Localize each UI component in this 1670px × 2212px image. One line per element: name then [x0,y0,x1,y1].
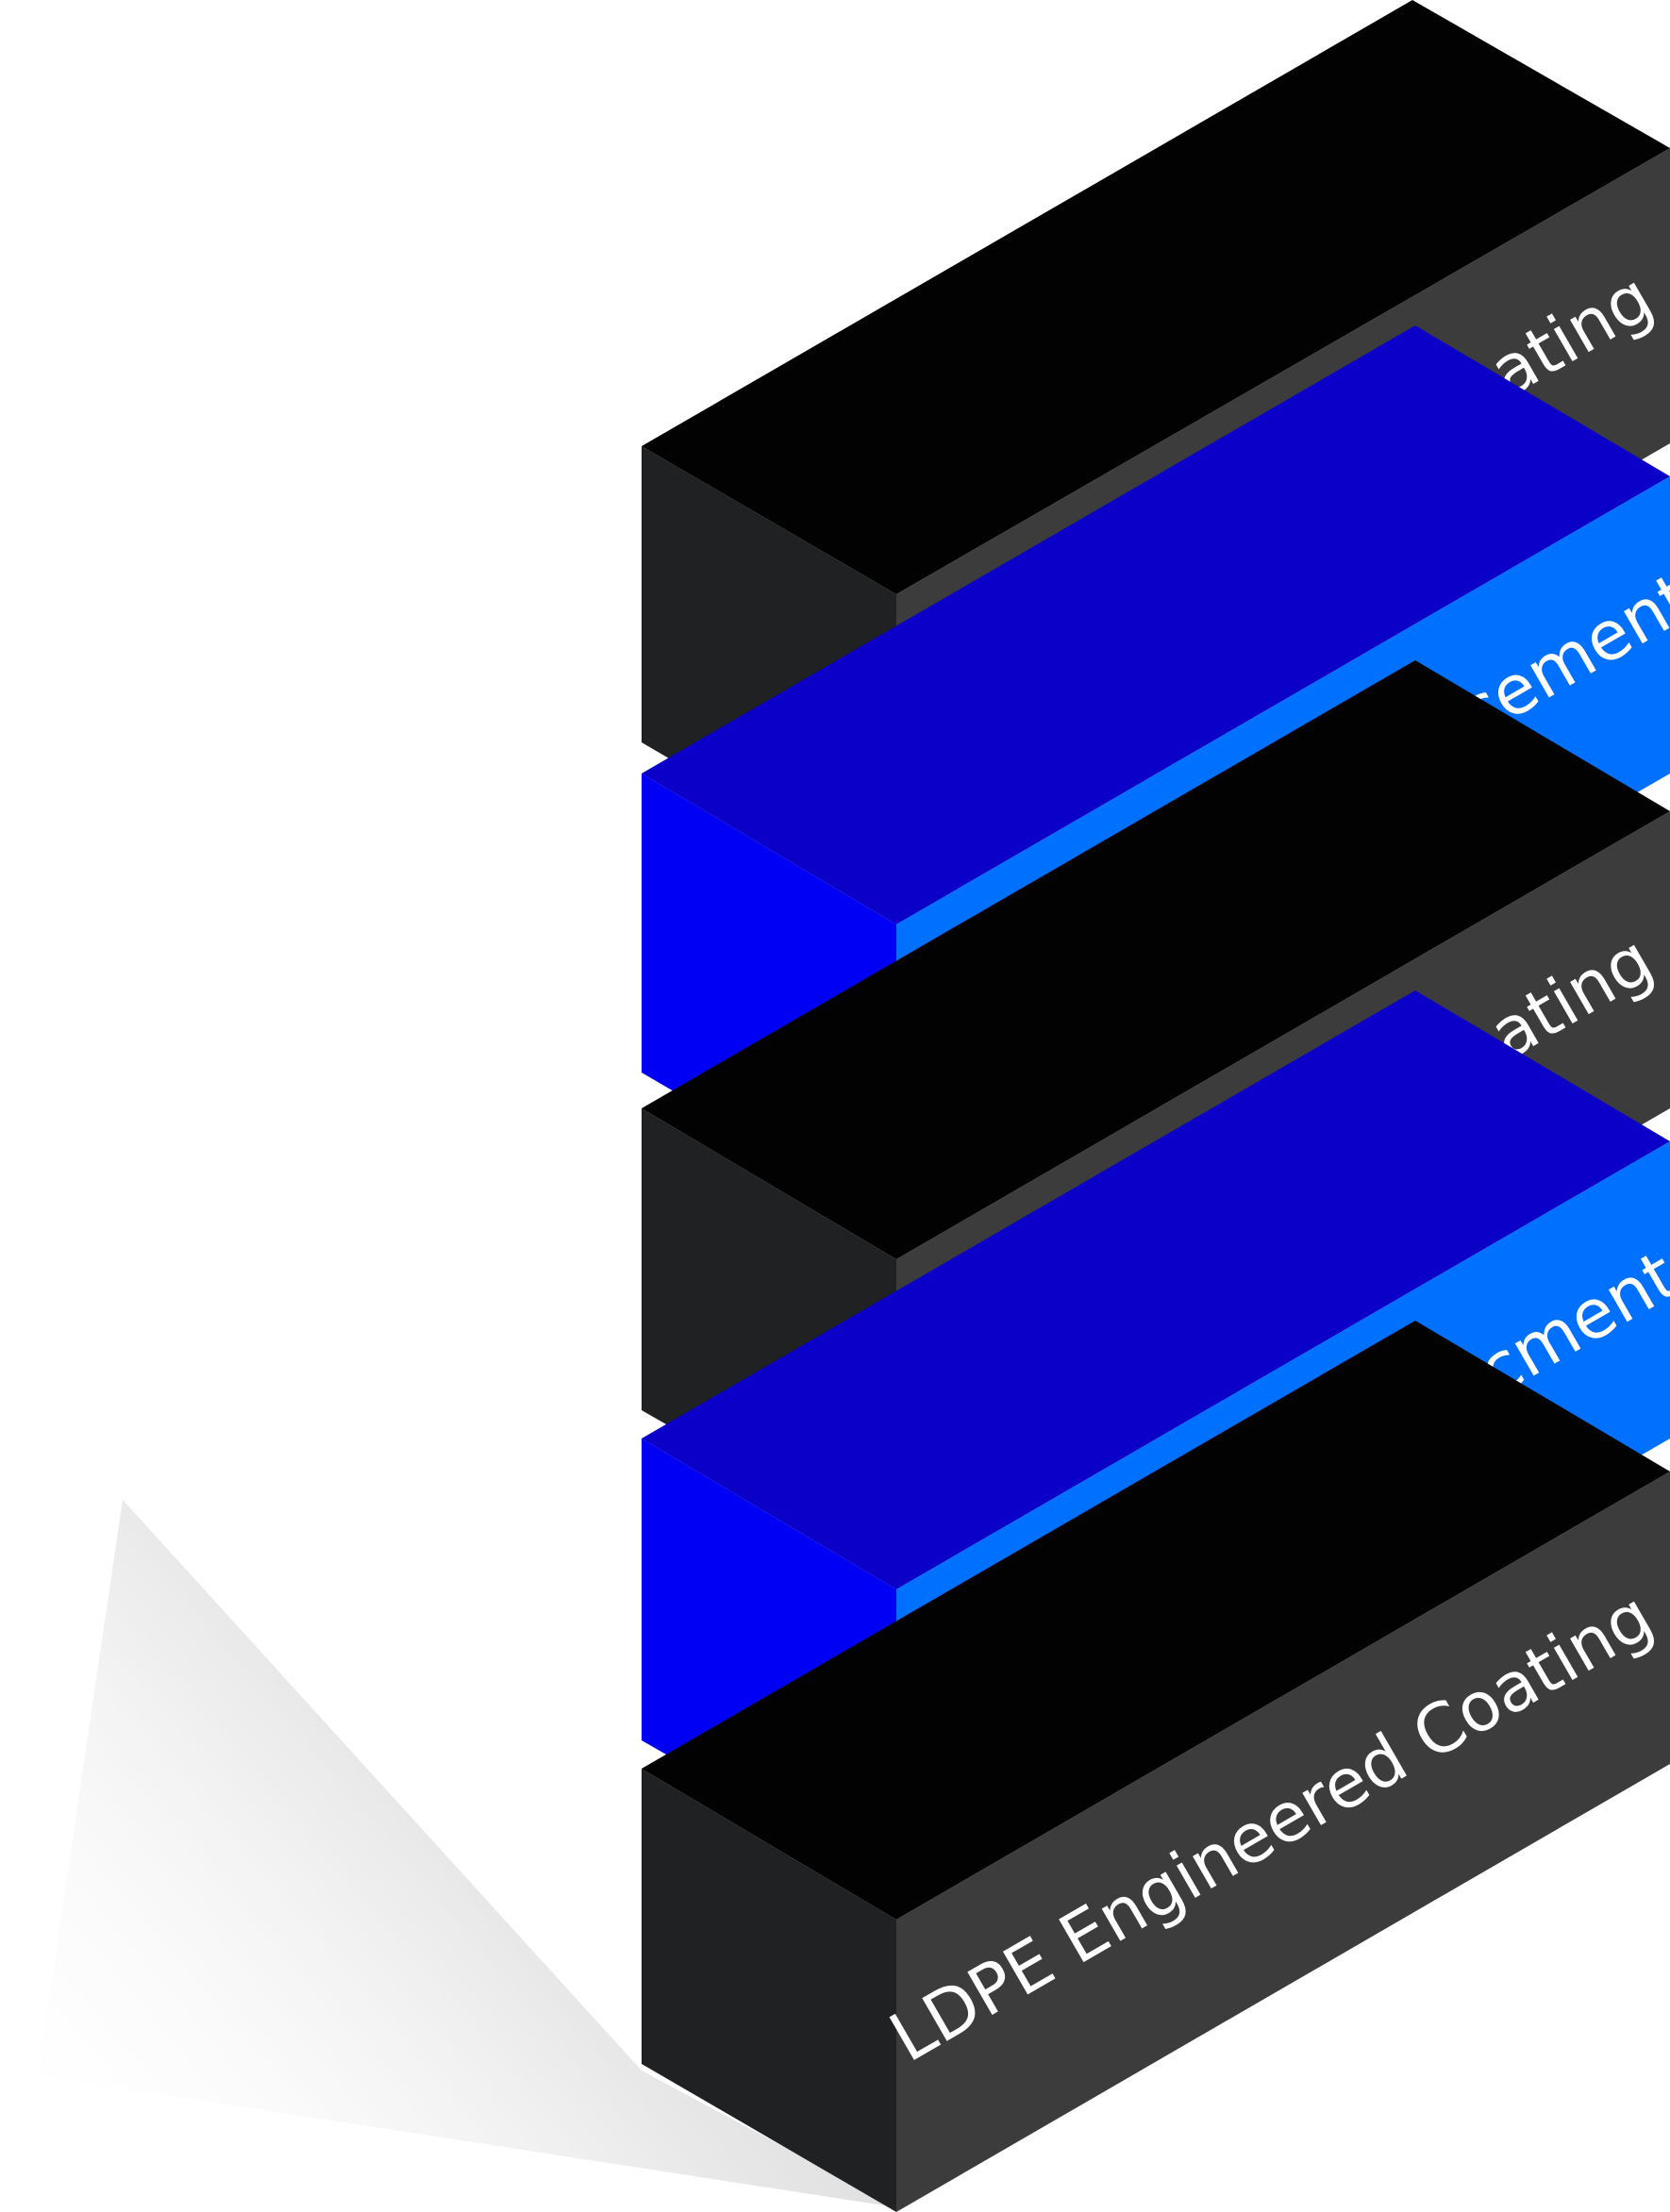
layer-block-5: LDPE Engineered Coating [642,1321,1670,2212]
layer-5-top-face [642,1321,1670,1920]
layer-1-top-face [642,0,1670,594]
layer-5-front-face [896,1472,1670,2212]
floor-shadow [38,1500,896,2207]
layer-5-left-face [642,1769,896,2212]
layer-2-top-face [642,325,1670,924]
layer-4-top-face [642,990,1670,1589]
layer-3-top-face [642,660,1670,1259]
